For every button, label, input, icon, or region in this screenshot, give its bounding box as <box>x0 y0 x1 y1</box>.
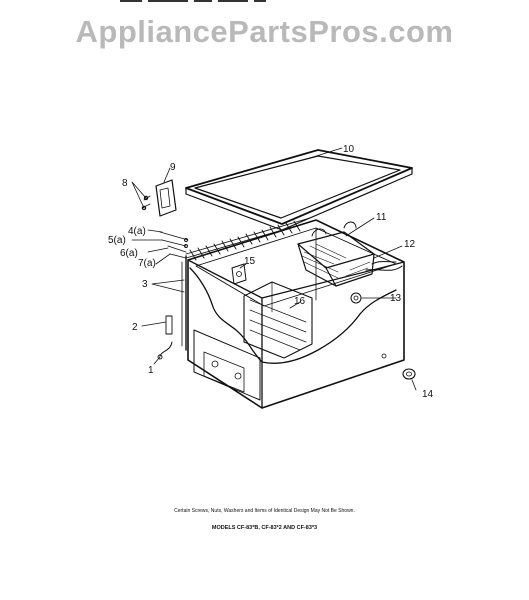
callout-11: 11 <box>376 212 387 223</box>
callout-12: 12 <box>404 239 416 250</box>
latch-part <box>350 292 362 304</box>
callout-4a: 4(a) <box>128 226 146 237</box>
callout-9: 9 <box>170 162 176 173</box>
hinge-hardware-part <box>159 231 189 259</box>
gasket-part <box>365 261 403 271</box>
models-caption: MODELS CF-83*B, CF-83*2 AND CF-83*3 <box>211 525 318 531</box>
screw-hole <box>381 353 387 359</box>
callout-3: 3 <box>142 279 148 290</box>
callout-8: 8 <box>122 178 128 189</box>
callout-15: 15 <box>244 256 256 267</box>
callout-5a: 5(a) <box>108 235 126 246</box>
caster-part <box>402 368 416 380</box>
callout-16: 16 <box>294 296 306 307</box>
callout-14: 14 <box>422 389 434 400</box>
leader-lines <box>131 147 417 391</box>
drain-and-cord-part <box>157 315 173 360</box>
callout-1: 1 <box>148 365 154 376</box>
footnote-text: Certain Screws, Nuts, Washers and Items … <box>174 508 355 514</box>
watermark-text: AppliancePartsPros.com <box>75 14 454 49</box>
basket-part <box>297 221 375 287</box>
callout-6a: 6(a) <box>120 248 138 259</box>
thermostat-part <box>141 179 177 217</box>
cropped-header-fragment <box>120 0 420 4</box>
divider-grille-part <box>243 281 313 359</box>
callout-13: 13 <box>390 293 402 304</box>
callout-2: 2 <box>132 322 138 333</box>
condenser-tubing-part <box>181 217 311 351</box>
callout-7a: 7(a) <box>138 258 156 269</box>
callout-10: 10 <box>343 144 355 155</box>
control-knob-part <box>231 263 247 285</box>
